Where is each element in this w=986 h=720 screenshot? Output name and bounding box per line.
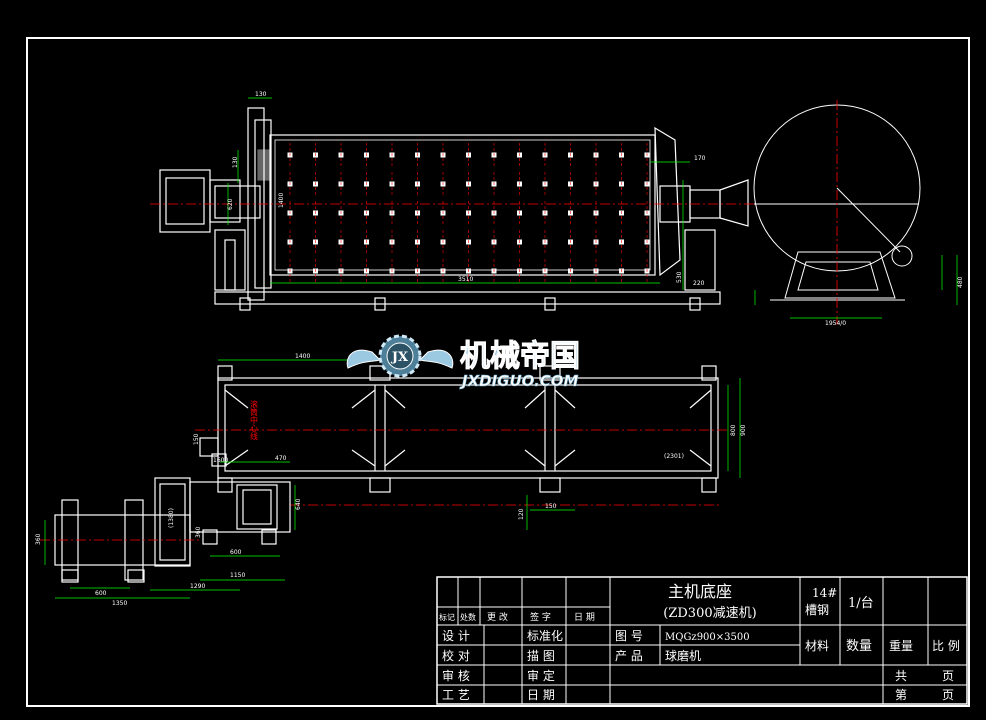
rev-header-1: 处数 (460, 612, 476, 622)
row-mid-3: 日 期 (527, 688, 555, 702)
dim-frame-0: 1400 (295, 353, 310, 360)
row-left-2: 审 核 (442, 668, 470, 683)
motor-base-plan (54, 477, 291, 583)
total-label: 共 (895, 669, 907, 683)
dim-frame-5: 120 (518, 508, 525, 520)
product-value: 球磨机 (665, 649, 701, 663)
material-value-line1: 14# (812, 586, 837, 600)
dim-motor-3: 600 (95, 590, 107, 597)
dim-side-1: 480 (957, 276, 964, 288)
quantity-value: 1/台 (848, 596, 874, 611)
drawing-no-label: 图 号 (615, 629, 643, 643)
dim-top-1: 130 (232, 156, 239, 168)
drum-bolt-grid (287, 143, 650, 283)
motor-dimensions (44, 485, 296, 599)
dim-top-5: 170 (694, 155, 706, 162)
base-frame-plan (199, 365, 719, 493)
dim-motor-5: 360 (195, 526, 202, 538)
row-mid-2: 审 定 (527, 668, 555, 683)
dim-frame-4: 900 (740, 424, 747, 436)
dim-top-0: 130 (255, 91, 267, 98)
watermark-subtitle: JXDIGUO.COM (459, 372, 579, 390)
quantity-label: 数量 (846, 639, 872, 654)
dim-motor-0: 360 (35, 533, 42, 545)
dim-side-0: 1954/0 (825, 320, 846, 327)
scale-label: 比 例 (932, 639, 960, 653)
outer-border (26, 37, 970, 707)
part-name: 主机底座 (668, 582, 732, 601)
dim-motor-2: 1150 (230, 572, 245, 579)
dim-motor-6: 600 (230, 549, 242, 556)
dim-top-7: 1400 (278, 193, 285, 208)
watermark-title: 机械帝国 (460, 339, 580, 374)
title-block (436, 576, 968, 705)
row-mid-0: 标准化 (527, 629, 563, 643)
material-value-line2: 槽钢 (805, 603, 829, 617)
dim-motor-4: (1380) (168, 508, 175, 528)
side-dimensions (754, 255, 958, 319)
watermark-logo: JX 机械帝国 JXDIGUO.COM (346, 334, 581, 390)
row-left-1: 校 对 (442, 648, 470, 663)
page-label-1: 页 (942, 669, 954, 683)
row-left-0: 设 计 (442, 629, 470, 643)
dim-top-3: 530 (676, 271, 683, 283)
dim-frame-6: 150 (545, 503, 557, 510)
page-label-2: 页 (942, 688, 954, 702)
dim-motor-7: 1290 (190, 583, 205, 590)
ball-mill-elevation (159, 107, 749, 311)
dim-motor-8: 640 (295, 498, 302, 510)
row-mid-1: 描 图 (527, 649, 555, 663)
top-dimensions (227, 97, 690, 290)
rev-header-4: 日 期 (574, 612, 595, 623)
dim-frame-7: 1600 (213, 457, 228, 464)
sheet-label: 第 (895, 688, 907, 702)
rev-header-2: 更 改 (487, 611, 508, 623)
dim-top-4: 220 (693, 280, 705, 287)
dim-frame-1: 150 (193, 433, 200, 445)
dim-frame-3: 800 (730, 424, 737, 436)
dim-motor-1: 1350 (112, 600, 127, 607)
dim-frame-2: (2301) (664, 453, 684, 460)
rev-header-0: 标记 (439, 612, 455, 622)
drawing-no-value: MQGz900×3500 (665, 632, 750, 643)
dim-top-2: 3510 (458, 276, 473, 283)
title-block-text: 主机底座 (ZD300减速机) 14# 槽钢 1/台 标记 处数 更 改 签 字… (439, 582, 960, 702)
wing-right-icon (419, 349, 454, 369)
dim-top-6: 620 (227, 198, 234, 210)
wing-left-icon (346, 349, 381, 369)
weight-label: 重量 (889, 639, 913, 653)
material-label: 材料 (805, 639, 829, 653)
product-label: 产 品 (615, 649, 643, 663)
row-left-3: 工 艺 (442, 688, 470, 702)
rev-header-3: 签 字 (530, 611, 551, 623)
red-drum-center-label: 滚筒中心线 (250, 399, 259, 440)
logo-letters: JX (391, 350, 409, 365)
dim-frame-8: 470 (275, 455, 287, 462)
part-subtitle: (ZD300减速机) (663, 606, 756, 621)
